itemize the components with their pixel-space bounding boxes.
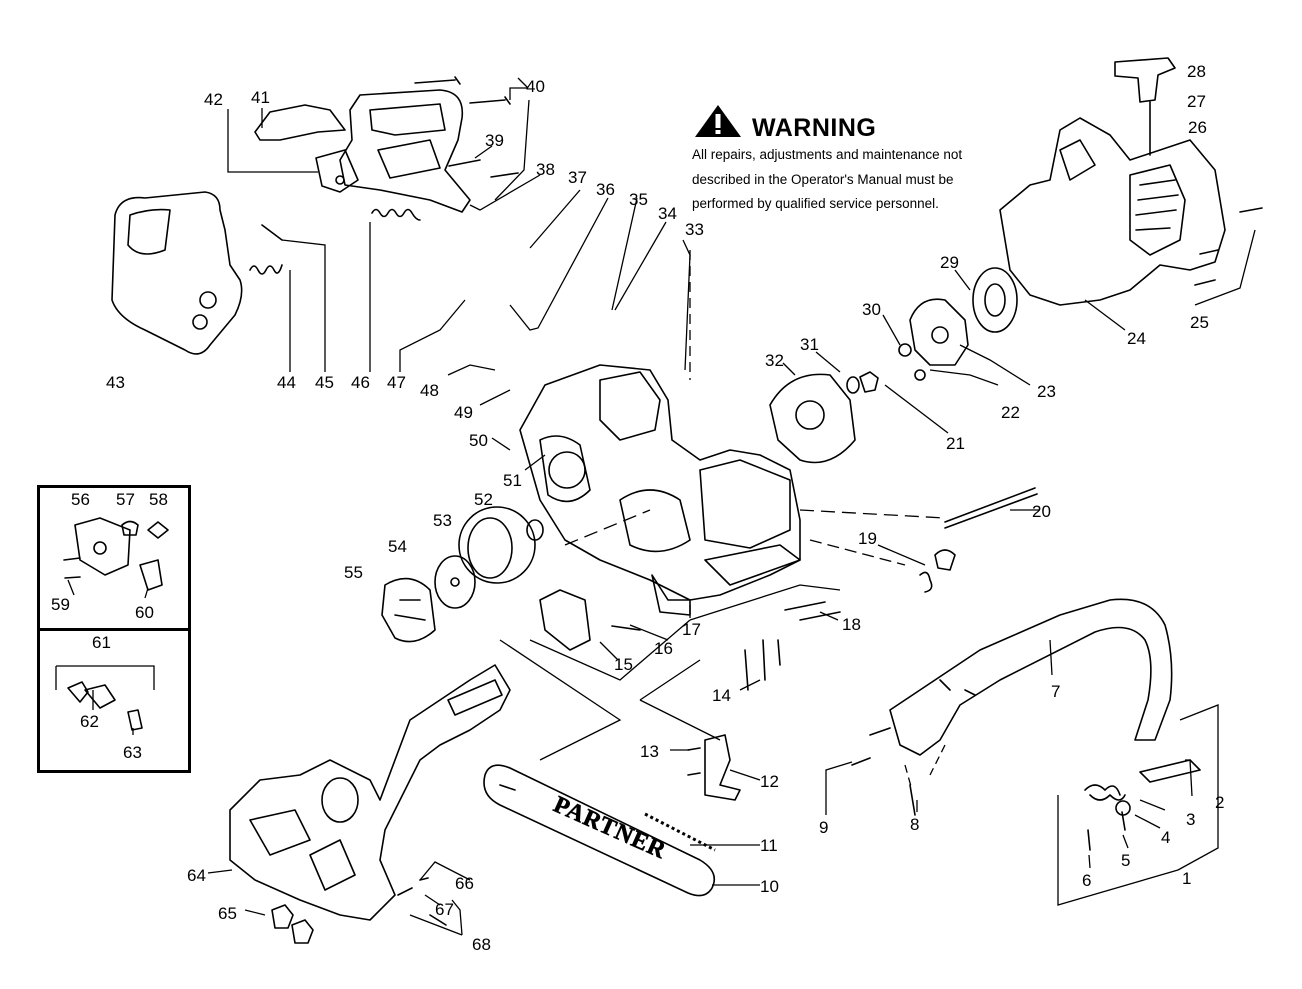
part-number: 13 [640, 742, 659, 761]
part-number: 52 [474, 490, 493, 509]
part-number: 20 [1032, 502, 1051, 521]
part-number: 41 [251, 88, 270, 107]
front-handle [889, 598, 1173, 756]
part-number: 14 [712, 686, 731, 705]
starter-grip [1114, 57, 1176, 103]
part-number: 35 [629, 190, 648, 209]
part-number: 68 [472, 935, 491, 954]
part-number: 6 [1082, 871, 1091, 890]
part-number: 15 [614, 655, 633, 674]
inset-box-kit [37, 628, 191, 773]
part-number: 56 [71, 490, 90, 509]
flywheel [769, 373, 856, 464]
part-number: 27 [1187, 92, 1206, 111]
part-number: 21 [946, 434, 965, 453]
part-number: 42 [204, 90, 223, 109]
guide-bar [483, 764, 716, 897]
part-number: 67 [435, 900, 454, 919]
part-number: 65 [218, 904, 237, 923]
part-number: 33 [685, 220, 704, 239]
saw-chain [644, 812, 716, 852]
part-number: 36 [596, 180, 615, 199]
part-number: 45 [315, 373, 334, 392]
part-number: 11 [760, 836, 778, 855]
warning-title: WARNING [752, 114, 877, 142]
part-number: 30 [862, 300, 881, 319]
part-number: 7 [1051, 682, 1060, 701]
part-number: 28 [1187, 62, 1206, 81]
part-number: 58 [149, 490, 168, 509]
part-number: 34 [658, 204, 677, 223]
part-number: 31 [800, 335, 819, 354]
part-number: 5 [1121, 851, 1130, 870]
warning-text-line: described in the Operator's Manual must … [692, 172, 954, 187]
part-number: 61 [92, 633, 111, 652]
part-number: 43 [106, 373, 125, 392]
part-number: 50 [469, 431, 488, 450]
part-number: 3 [1186, 810, 1195, 829]
part-number: 55 [344, 563, 363, 582]
clutch-drum [458, 506, 536, 584]
part-number: 63 [123, 743, 142, 762]
part-number: 59 [51, 595, 70, 614]
part-number: 8 [910, 815, 919, 834]
guide-bar-brand: PARTNER [550, 792, 671, 865]
part-number: 22 [1001, 403, 1020, 422]
part-number: 44 [277, 373, 296, 392]
part-number: 17 [682, 620, 701, 639]
part-number: 66 [455, 874, 474, 893]
part-number: 49 [454, 403, 473, 422]
part-number: 48 [420, 381, 439, 400]
part-number: 62 [80, 712, 99, 731]
part-number: 19 [858, 529, 877, 548]
part-number: 38 [536, 160, 555, 179]
part-number: 64 [187, 866, 206, 885]
part-number: 47 [387, 373, 406, 392]
crankcase [519, 364, 801, 601]
part-number: 60 [135, 603, 154, 622]
part-number: 37 [568, 168, 587, 187]
part-number: 4 [1161, 828, 1170, 847]
part-number: 57 [116, 490, 135, 509]
part-number: 25 [1190, 313, 1209, 332]
part-number: 46 [351, 373, 370, 392]
part-number: 51 [503, 471, 522, 490]
part-number: 32 [765, 351, 784, 370]
warning-triangle-icon [695, 105, 741, 137]
handle-bracket [339, 89, 471, 213]
part-number: 9 [819, 818, 828, 837]
part-number: 10 [760, 877, 779, 896]
warning-text-line: All repairs, adjustments and maintenance… [692, 147, 963, 162]
part-number: 26 [1188, 118, 1207, 137]
part-number: 12 [760, 772, 779, 791]
rear-handle [111, 191, 243, 355]
part-number: 1 [1182, 869, 1191, 888]
side-cover [229, 664, 511, 921]
part-number: 16 [654, 639, 673, 658]
part-number: 24 [1127, 329, 1146, 348]
warning-text-line: performed by qualified service personnel… [692, 196, 939, 211]
part-number: 54 [388, 537, 407, 556]
starter-housing [999, 117, 1226, 306]
part-number: 40 [526, 77, 545, 96]
part-number: 29 [940, 253, 959, 272]
part-number: 39 [485, 131, 504, 150]
part-number: 18 [842, 615, 861, 634]
part-number: 23 [1037, 382, 1056, 401]
part-number: 2 [1215, 793, 1224, 812]
part-number: 53 [433, 511, 452, 530]
